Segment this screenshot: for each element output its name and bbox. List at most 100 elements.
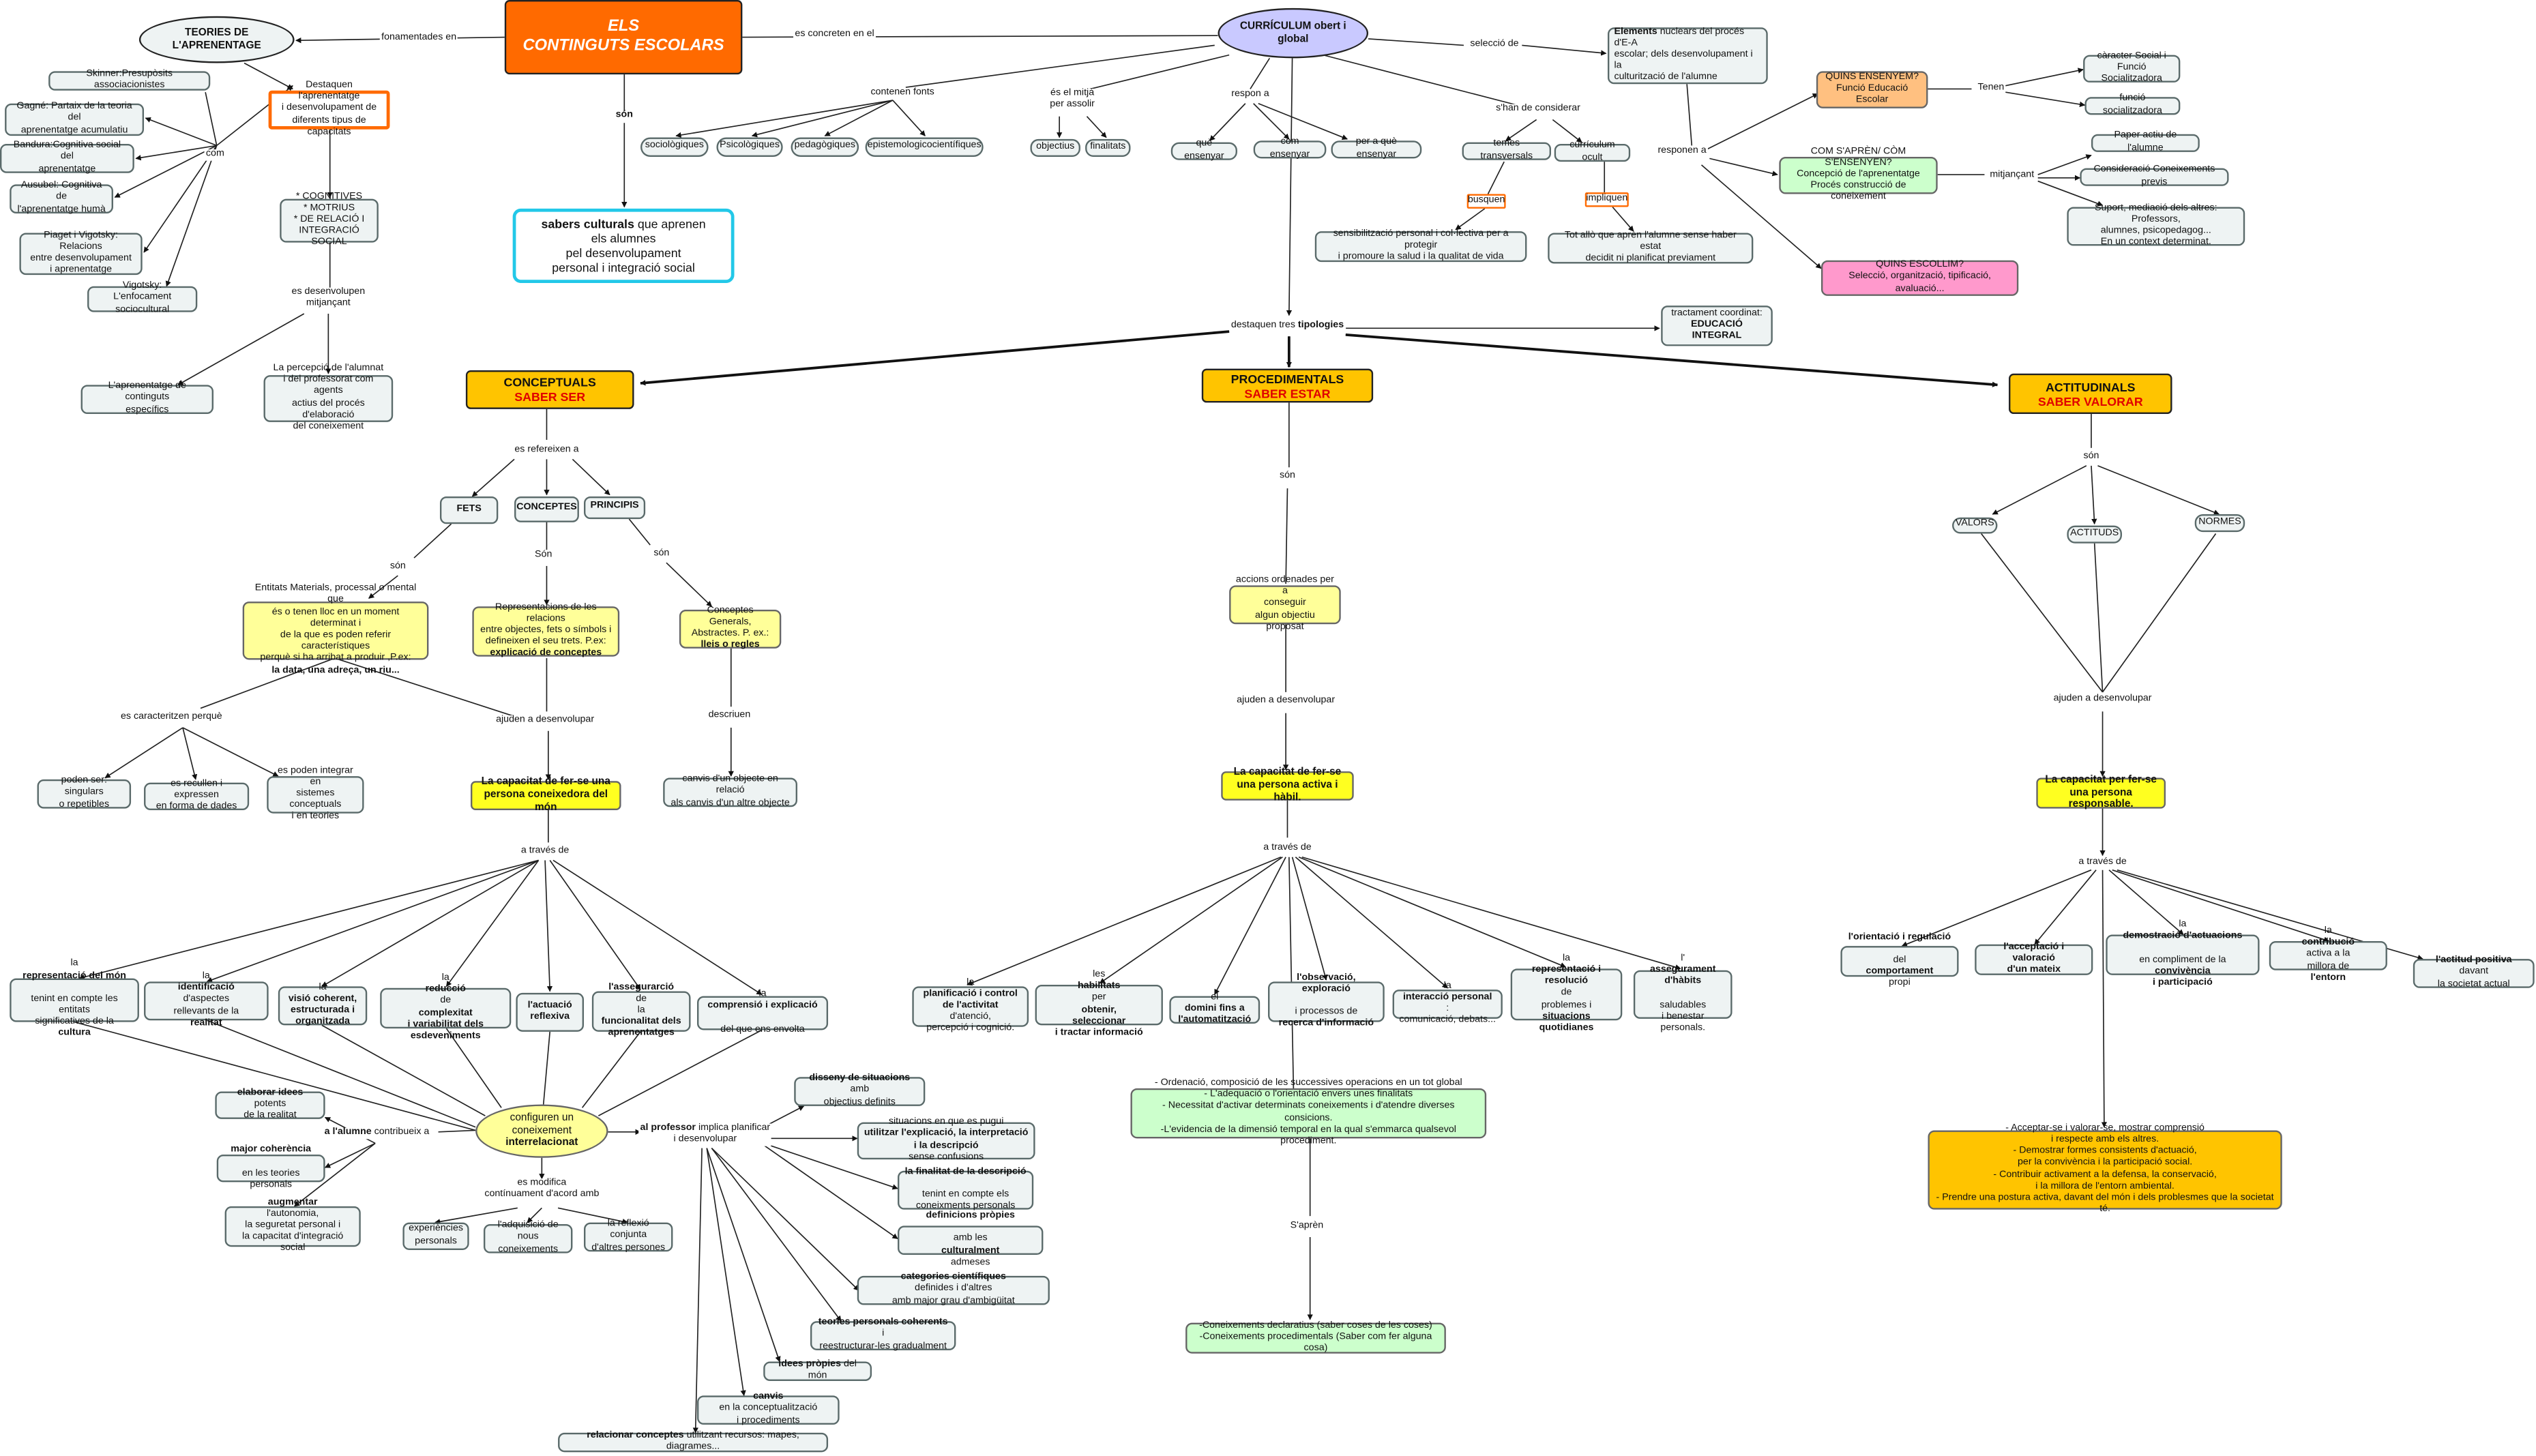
conceptes-desc-node[interactable]: Representacions de les relacions entre o… xyxy=(472,602,620,659)
curriculum-ocult[interactable]: currículum ocult xyxy=(1554,141,1631,162)
com-aprenen-node[interactable]: COM S'APRÈN/ CÒM S'ENSENYEN? Concepció d… xyxy=(1779,147,1938,203)
proc-through-assegurament[interactable]: l'assegurament d'hàbits saludables i ben… xyxy=(1633,954,1733,1033)
respon-que[interactable]: què ensenyar xyxy=(1170,140,1237,161)
quins-ensenyem-node[interactable]: QUINS ENSENYEM? Funció Educació Escolar xyxy=(1816,71,1928,108)
prof-canvis[interactable]: canvis en la conceptualització i procedi… xyxy=(696,1393,840,1425)
caract-integrar[interactable]: es poden integrar en sistemes conceptual… xyxy=(267,766,364,822)
elements-node[interactable]: Elements nuclears del procés d'E-A escol… xyxy=(1607,27,1768,85)
caract-singulars[interactable]: poden ser: singulars o repetibles xyxy=(37,777,132,809)
alumne-elaborar[interactable]: elaborar idees potents de la realitat xyxy=(215,1088,325,1120)
actitudinals-capacitat-node[interactable]: La capacitat per fer-se una persona resp… xyxy=(2036,774,2166,811)
alumne-coherencia[interactable]: major coherència en les teories personal… xyxy=(216,1145,325,1189)
act-actituds[interactable]: ACTITUDS xyxy=(2067,525,2123,544)
prof-relacionar[interactable]: relacionar conceptes utilitzant recursos… xyxy=(558,1431,829,1453)
act-through-demostracio[interactable]: la demostració d'actuacions en complimen… xyxy=(2106,920,2260,988)
prof-categories[interactable]: categories científiques definides i d'al… xyxy=(857,1273,1050,1306)
font-psicologiques[interactable]: Psicològiques xyxy=(716,137,783,158)
proc-through-representacio[interactable]: la representació i resolució de probleme… xyxy=(1510,954,1623,1033)
ordenacio-node[interactable]: - Ordenació, composició de les successiv… xyxy=(1130,1078,1487,1146)
suport-mediacio-node[interactable]: Suport, mediació dels altres: Professors… xyxy=(2067,203,2245,248)
act-through-acceptacio[interactable]: l'acceptació i valoració d'un mateix xyxy=(1975,942,2093,975)
prof-teories[interactable]: teories personals coherents i reestructu… xyxy=(810,1318,956,1351)
caracter-social-node[interactable]: càracter Social i Funció Socialitzadora xyxy=(2083,51,2181,85)
procedimentals-capacitat-node[interactable]: La capacitat de fer-se una persona activ… xyxy=(1221,767,1354,803)
conc-through-assegurarcio[interactable]: l'assegurarció de la funcionalitat dels … xyxy=(591,983,691,1039)
prof-disseny[interactable]: disseny de situacions amb objectius defi… xyxy=(794,1074,926,1107)
assolir-finalitats[interactable]: finalitats xyxy=(1085,138,1131,158)
font-sociologiques[interactable]: sociològiques xyxy=(640,137,709,158)
sensibilitzacio-node[interactable]: sensibilització personal i col·lectiva p… xyxy=(1314,229,1527,262)
font-pedagogiques[interactable]: pedagògiques xyxy=(791,137,859,158)
act-through-orientacio[interactable]: l'orientació i regulació del comportamen… xyxy=(1840,932,1959,988)
label-ajuden-conc: ajuden a desenvolupar xyxy=(494,715,596,728)
teories-node[interactable]: TEORIES DE L'APRENENTAGE xyxy=(138,16,295,63)
prof-idees[interactable]: idees pròpies del món xyxy=(763,1360,872,1382)
assolir-objectius[interactable]: objectius xyxy=(1030,138,1080,158)
act-through-contribucio[interactable]: la contribució activa a la millora de l'… xyxy=(2269,927,2387,983)
prof-situacions[interactable]: situacions en que es pugui utilitzar l'e… xyxy=(857,1118,1035,1162)
acceptar-valorar-node[interactable]: - Acceptar-se i valorar-se, mostrar comp… xyxy=(1928,1123,2282,1215)
fets-desc-node[interactable]: Entitats Materials, processal o mental q… xyxy=(242,584,429,675)
proc-through-interaccio[interactable]: la interacció personal: comunicació, deb… xyxy=(1392,981,1503,1026)
alumne-augmentar[interactable]: augmentar l'autonomia, la seguretat pers… xyxy=(224,1198,361,1253)
conc-through-reduccio[interactable]: la reducció de complexitat i variabilita… xyxy=(380,973,512,1041)
modifica-experiencies[interactable]: experiències personals xyxy=(402,1222,469,1250)
prof-finalitat[interactable]: la finalitat de la descripció tenint en … xyxy=(898,1167,1034,1211)
tractament-node[interactable]: tractament coordinat:EDUCACIÓ INTEGRAL xyxy=(1661,306,1773,346)
respon-com[interactable]: com ensenyar xyxy=(1253,138,1327,160)
font-epistemologico[interactable]: epistemologicocientífiques xyxy=(865,137,984,158)
prof-definicions[interactable]: definicions pròpies amb les culturalment… xyxy=(898,1211,1044,1268)
caract-recullen[interactable]: es recullen i expressen en forma de dade… xyxy=(144,779,250,812)
label-son-principis: són xyxy=(651,548,671,561)
impliquen-tag: impliquen xyxy=(1584,192,1629,207)
conc-through-representacio[interactable]: la representació del món tenint en compt… xyxy=(10,960,139,1039)
conc-through-comprensio[interactable]: la comprensió i explicació del que ens e… xyxy=(696,990,829,1035)
percepcio-node[interactable]: La percepció de l'alumnat i del professo… xyxy=(263,363,394,432)
principis-desc-node[interactable]: Conceptes Generals, Abstractes. P. ex.:l… xyxy=(679,606,782,651)
aprenentatge-especifics-node[interactable]: L'aprenentatge de continguts específics xyxy=(80,382,213,415)
sabers-culturals-node[interactable]: sabers culturals que aprenen els alumnes… xyxy=(512,208,735,283)
act-through-actitud[interactable]: l'actitud positiva davant la societat ac… xyxy=(2413,956,2535,989)
conc-through-visio[interactable]: la visió coherent, estructurada i organi… xyxy=(278,983,368,1027)
curriculum-node[interactable]: CURRÍCULUM obert i global xyxy=(1218,8,1369,59)
proc-through-planificacio[interactable]: la planificació i control de l'activitat… xyxy=(912,977,1029,1034)
proc-through-habilitats[interactable]: les habilitats per obtenir, seleccionar … xyxy=(1035,970,1163,1038)
act-normes[interactable]: NORMES xyxy=(2194,514,2245,533)
coneixements-declaratius-node[interactable]: -Coneixements declaratius (saber coses d… xyxy=(1185,1321,1446,1354)
author-vigotsky[interactable]: Vigotsky: L'enfocament sociocultural xyxy=(87,282,198,314)
funcio-socialitzadora-node[interactable]: funció socialitzadora xyxy=(2084,94,2181,116)
proc-through-domini[interactable]: el domini fins a l'automatització xyxy=(1169,992,1260,1026)
refer-fets[interactable]: FETS xyxy=(439,496,499,524)
author-gagne[interactable]: Gagné: Partaix de la teoria del aprenent… xyxy=(5,102,145,136)
author-skinner[interactable]: Skinner:Presupòsits associacionistes xyxy=(48,70,211,91)
refer-conceptes[interactable]: CONCEPTES xyxy=(514,496,579,522)
connector-line xyxy=(905,44,1215,88)
accions-ordenades-node[interactable]: accions ordenades per a conseguir algun … xyxy=(1229,576,1341,632)
conc-through-actuacio[interactable]: l'actuació reflexiva xyxy=(516,992,585,1032)
tot-allo-node[interactable]: Tot allò que aprèn l'alumne sense haber … xyxy=(1548,231,1754,264)
refer-principis[interactable]: PRINCIPIS xyxy=(584,496,646,520)
proc-through-observacio[interactable]: l'observació, exploració i processos de … xyxy=(1268,972,1385,1029)
author-ausubel[interactable]: Ausubel: Cognitiva de l'aprenentatge hum… xyxy=(10,181,113,214)
author-bandura[interactable]: Bandura:Cognitiva social del aprenentatg… xyxy=(0,141,134,174)
coneixements-previs-node[interactable]: Consideració Coneixements previs xyxy=(2080,166,2229,187)
canvis-objecte-node[interactable]: canvis d'un objecte en relació als canvi… xyxy=(663,775,798,808)
connector-line xyxy=(1077,54,1230,93)
modifica-reflexio[interactable]: la reflexió conjunta d'altres persones xyxy=(584,1219,673,1253)
capacitats-node[interactable]: * COGNITIVES * MOTRIUS * DE RELACIÓ I IN… xyxy=(280,192,379,248)
modifica-adquisicio[interactable]: l'adquisició de nous coneixements xyxy=(483,1221,573,1254)
quins-escollim-node[interactable]: QUINS ESCOLLIM? Selecció, organització, … xyxy=(1820,260,2019,296)
conceptuals-capacitat-node[interactable]: La capacitat de fer-se una persona conei… xyxy=(471,777,621,813)
respon-per-a-que[interactable]: per a què ensenyar xyxy=(1331,138,1422,160)
conc-through-identificacio[interactable]: la identificació d'aspectes rellevants d… xyxy=(144,972,269,1028)
temes-transversals[interactable]: temes transversals xyxy=(1462,140,1551,161)
destaquen-capacitats-node[interactable]: Destaquen l'aprenentatge i desenvolupame… xyxy=(268,81,390,137)
author-piaget-vigotsky[interactable]: Piaget i Vigotsky: Relacions entre desen… xyxy=(19,231,143,276)
paper-actiu-node[interactable]: Paper actiu de l'alumne xyxy=(2091,132,2200,153)
configuren-node[interactable]: configuren un coneixement interrelaciona… xyxy=(475,1104,608,1158)
main-title-node[interactable]: ELS CONTINGUTS ESCOLARS xyxy=(504,0,743,75)
act-valors[interactable]: VALORS xyxy=(1952,517,1998,534)
